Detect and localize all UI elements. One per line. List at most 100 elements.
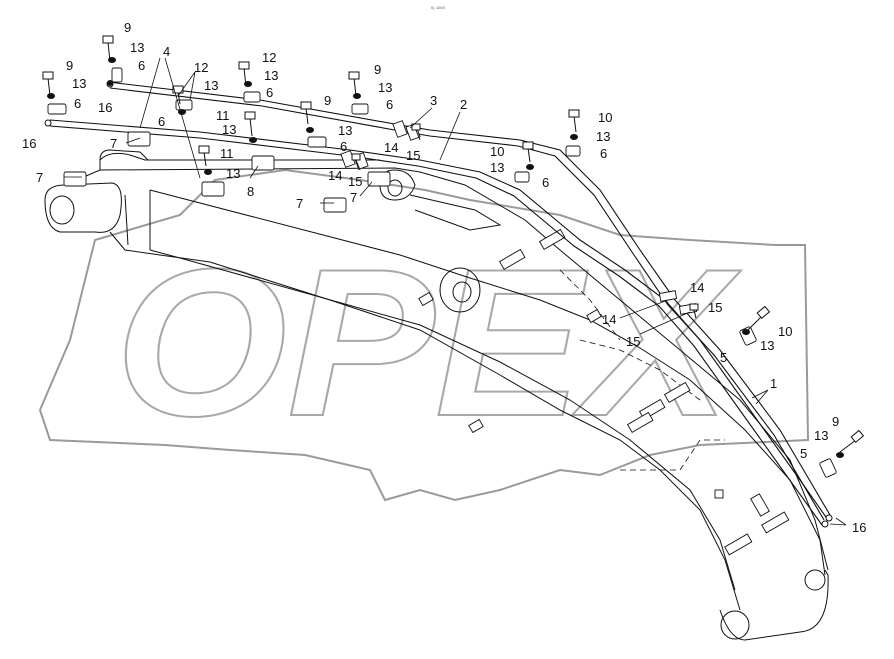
arm-cylinder-pin	[387, 179, 403, 197]
head-pin-hole	[720, 610, 750, 640]
bolt-15-c	[689, 303, 699, 319]
bolt-9-d	[300, 101, 312, 125]
callout-13: 13	[264, 68, 278, 83]
bolt-10-a	[568, 109, 580, 133]
leader-8	[249, 165, 259, 179]
clamp-7-d	[251, 155, 275, 171]
callout-13: 13	[222, 122, 236, 137]
bolt-11-b	[198, 145, 210, 167]
callout-16: 16	[852, 520, 866, 535]
callout-13: 13	[760, 338, 774, 353]
boom-lower-edge	[109, 231, 741, 611]
bolt-9-c	[348, 71, 360, 97]
pipe-saddle-8	[538, 228, 566, 250]
clamp-6-a	[47, 103, 67, 115]
callout-13: 13	[130, 40, 144, 55]
callout-1: 1	[770, 376, 777, 391]
callout-13: 13	[378, 80, 392, 95]
pipe-end-fitting-right-2	[821, 520, 829, 528]
callout-10: 10	[778, 324, 792, 339]
callout-9: 9	[324, 93, 331, 108]
leader-7-b	[125, 137, 141, 144]
boom-bracket-4	[714, 489, 724, 499]
pipe-coupling-1	[392, 120, 408, 138]
bolt-10-b	[522, 141, 534, 163]
boom-side-panel	[124, 190, 151, 250]
callout-12: 12	[262, 50, 276, 65]
callout-9: 9	[374, 62, 381, 77]
boom-bracket-1	[418, 291, 434, 307]
clamp-7-c	[201, 181, 225, 197]
callout-2: 2	[460, 97, 467, 112]
callout-13: 13	[596, 129, 610, 144]
callout-6: 6	[340, 139, 347, 154]
watermark-gear-outline	[38, 168, 810, 502]
callout-9: 9	[66, 58, 73, 73]
boom-head-plate	[719, 569, 829, 641]
washer-13-i	[570, 134, 578, 140]
callout-10: 10	[490, 144, 504, 159]
leader-16-right	[829, 517, 847, 526]
clamp-6-h	[514, 171, 530, 183]
pipe-saddle-4	[724, 533, 753, 556]
bolts-and-washers	[42, 35, 865, 458]
leader-12	[177, 71, 196, 101]
pipe-saddle-3	[663, 381, 691, 403]
pipe-end-fitting-right-1	[825, 514, 833, 522]
callout-6: 6	[542, 175, 549, 190]
pipe-saddle-6	[750, 493, 770, 517]
bolt-15-b	[351, 153, 361, 171]
callout-14: 14	[602, 312, 616, 327]
callout-7: 7	[350, 190, 357, 205]
callout-16: 16	[22, 136, 36, 151]
callout-9: 9	[832, 414, 839, 429]
callout-7: 7	[110, 136, 117, 151]
washer-13-f	[306, 127, 314, 133]
callout-6: 6	[138, 58, 145, 73]
pipe-1-lower	[109, 87, 825, 521]
hidden-line-2	[620, 439, 725, 471]
leader-7-d	[359, 181, 373, 197]
callout-13: 13	[490, 160, 504, 175]
pipe-saddle-2	[626, 411, 654, 433]
arm-cylinder-boss	[379, 169, 416, 201]
leader-15-b	[639, 311, 691, 335]
foot-pin-hole	[49, 195, 75, 225]
washer-13-j	[526, 164, 534, 170]
callout-6: 6	[158, 114, 165, 129]
callout-15: 15	[406, 148, 420, 163]
callout-13: 13	[338, 123, 352, 138]
head-pin-boss	[804, 569, 826, 591]
pipe-saddle-7	[498, 248, 526, 270]
document-code: 0₅ 1000	[431, 5, 446, 10]
boom-upper-plate	[64, 167, 526, 221]
clamp-7-b	[127, 131, 151, 147]
pipe-end-fitting-left	[44, 119, 52, 127]
callout-5: 5	[720, 350, 727, 365]
washer-13-b	[47, 93, 55, 99]
washer-13-d	[178, 109, 186, 115]
bolt-11-a	[244, 111, 256, 137]
callout-11: 11	[220, 146, 234, 161]
callout-15: 15	[708, 300, 722, 315]
callout-6: 6	[600, 146, 607, 161]
clamp-7-e	[323, 197, 347, 213]
clamp-6-e	[351, 103, 369, 115]
washer-13-g	[249, 137, 257, 143]
clamp-6-b	[111, 67, 123, 83]
leader-lines	[64, 57, 847, 526]
pipe-saddle-5	[761, 511, 790, 534]
callout-7: 7	[36, 170, 43, 185]
callout-16: 16	[98, 100, 112, 115]
washer-13-k	[742, 329, 750, 335]
washer-13-l	[836, 452, 844, 458]
callout-15: 15	[348, 174, 362, 189]
callout-15: 15	[626, 334, 640, 349]
clamp-7-f	[367, 171, 391, 187]
callout-13: 13	[204, 78, 218, 93]
callout-14: 14	[384, 140, 398, 155]
cylinder-boss	[439, 267, 481, 313]
callout-13: 13	[226, 166, 240, 181]
callout-14: 14	[328, 168, 342, 183]
cylinder-pin-hole	[452, 281, 472, 303]
